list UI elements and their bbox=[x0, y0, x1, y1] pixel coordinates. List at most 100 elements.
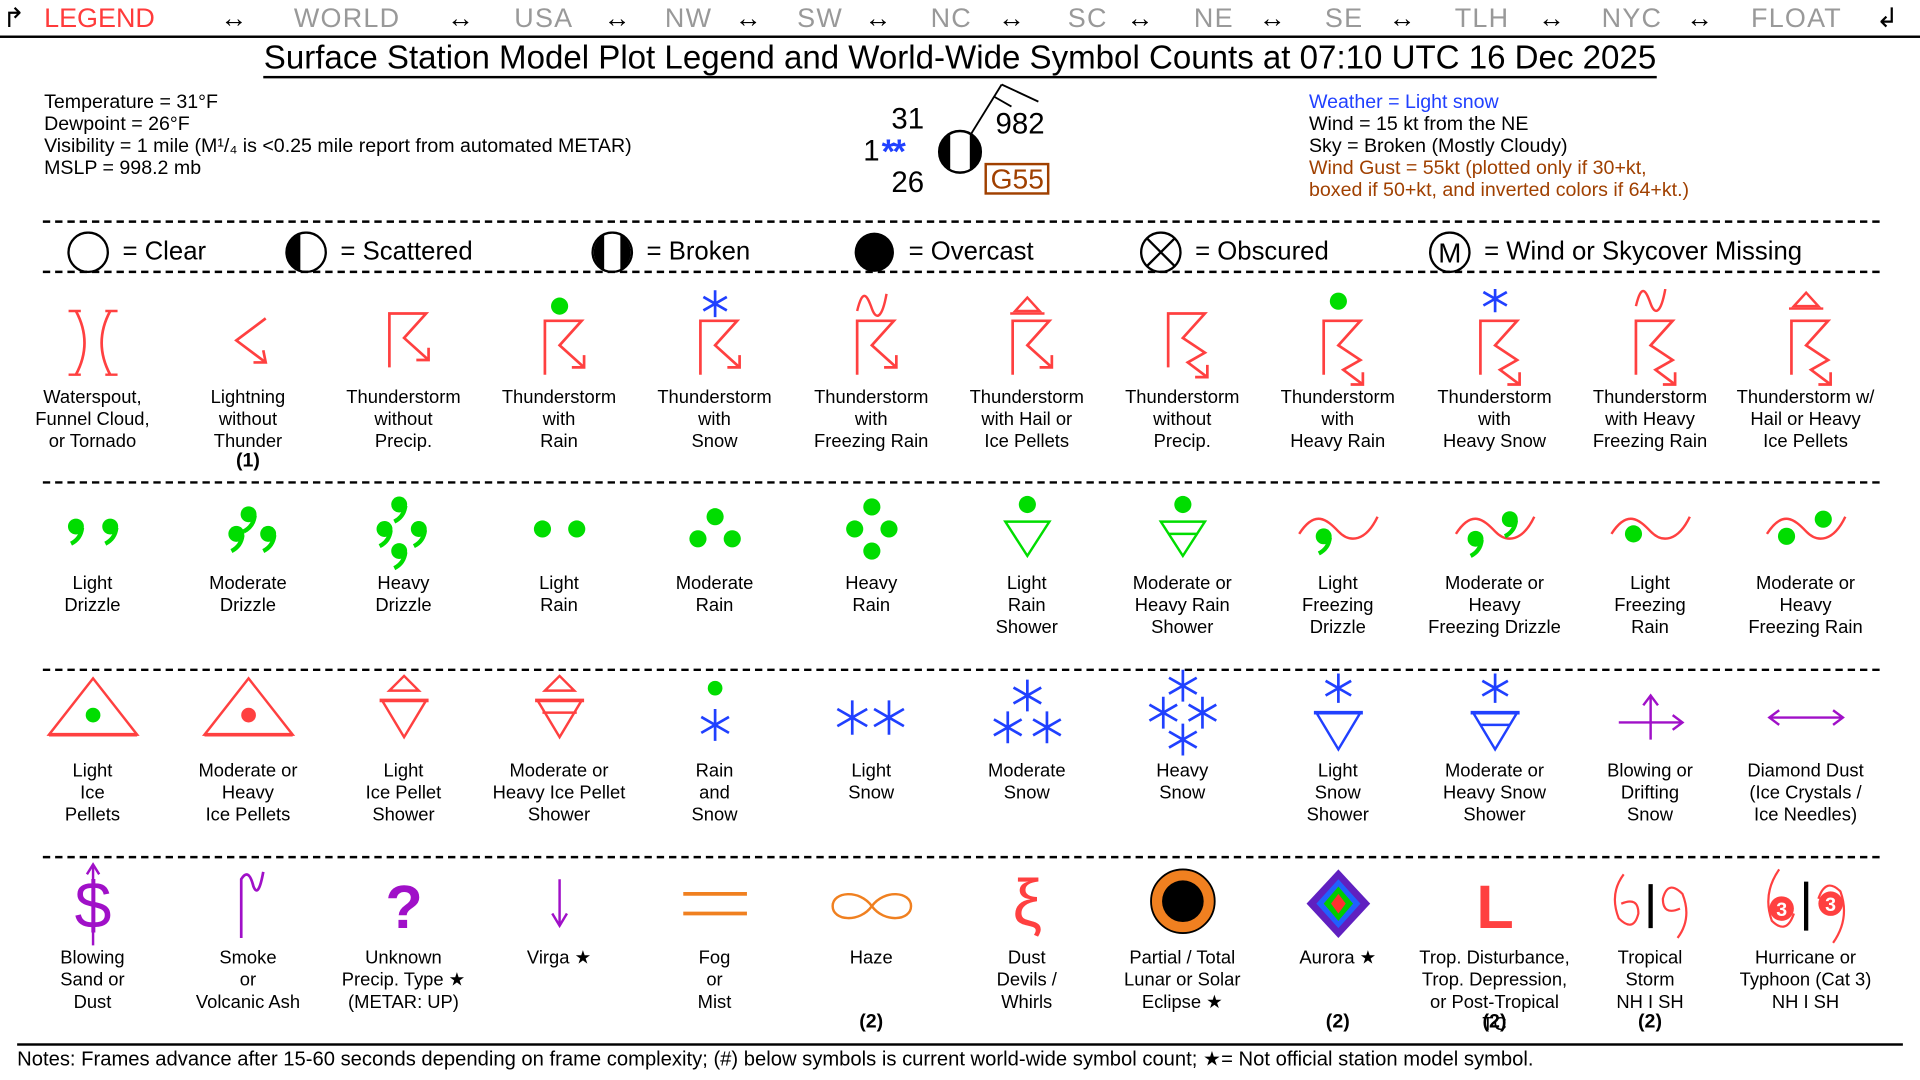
symbol-label: Virga ★ bbox=[481, 948, 637, 970]
symbol-label-line: or Post-Tropical TC bbox=[1430, 991, 1559, 1035]
symbol-label-line: Trop. Disturbance, bbox=[1419, 947, 1570, 969]
symbol-label-line: Thunderstorm w/ bbox=[1736, 386, 1875, 408]
mslp-text: MSLP = 998.2 mb bbox=[44, 157, 202, 179]
symbol-label-line: Thunder bbox=[213, 431, 283, 452]
symbol-label-line: Snow bbox=[1003, 782, 1050, 804]
hts-icon bbox=[1166, 312, 1209, 379]
svg-text:M: M bbox=[1438, 238, 1461, 269]
nav-divider bbox=[0, 35, 1920, 38]
symbol-label-line: Thunderstorm bbox=[501, 386, 617, 408]
nav-link-tlh[interactable]: TLH bbox=[1454, 2, 1510, 34]
divider bbox=[42, 855, 1880, 859]
temperature-text: Temperature = 31°F bbox=[44, 91, 218, 113]
ts-frz-icon bbox=[855, 293, 898, 375]
return-arrow-icon[interactable]: ↲ bbox=[1875, 2, 1899, 34]
pl-light-icon bbox=[45, 676, 140, 737]
nav-link-nyc[interactable]: NYC bbox=[1601, 2, 1663, 34]
nav-current-legend[interactable]: LEGEND bbox=[44, 2, 155, 34]
drizzle-light-icon bbox=[67, 518, 118, 546]
symbol-label-line: with bbox=[698, 408, 731, 430]
symbol-label-line: Trop. Depression, bbox=[1421, 969, 1568, 991]
drizzle-mod-icon bbox=[227, 506, 276, 553]
symbol-label-line: Drizzle bbox=[64, 595, 121, 616]
symbol-label-line: Whirls bbox=[1001, 991, 1053, 1013]
page-title-text: Surface Station Model Plot Legend and Wo… bbox=[263, 39, 1657, 79]
symbol-label-line: Rain bbox=[1007, 595, 1046, 616]
nav-link-nc[interactable]: NC bbox=[930, 2, 972, 34]
nav-link-usa[interactable]: USA bbox=[514, 2, 574, 34]
nav-link-sw[interactable]: SW bbox=[797, 2, 844, 34]
symbol-label-line: Heavy bbox=[845, 573, 898, 594]
divider bbox=[42, 220, 1880, 223]
symbol-label-line: Drizzle bbox=[1309, 617, 1366, 638]
nav-link-sc[interactable]: SC bbox=[1067, 2, 1108, 34]
nav-link-ne[interactable]: NE bbox=[1193, 2, 1234, 34]
symbol-label-line: Snow bbox=[691, 431, 738, 452]
model-weather-snow: ** bbox=[881, 132, 906, 171]
symbol-label-line: Unknown bbox=[365, 947, 442, 969]
visibility-text: Visibility = 1 mile (M¹/₄ is <0.25 mile … bbox=[44, 135, 632, 157]
gust-text-1: Wind Gust = 55kt (plotted only if 30+kt, bbox=[1308, 157, 1647, 179]
symbol-label-line: Rain bbox=[540, 431, 578, 452]
nav-arrow-icon: ↔ bbox=[220, 2, 248, 34]
sky-clear-icon bbox=[67, 231, 109, 274]
symbol-label-line: with Hail or bbox=[981, 408, 1073, 430]
sn-mod-icon bbox=[992, 679, 1061, 744]
sky-cover-obscured: = Obscured bbox=[1136, 231, 1329, 274]
symbol-label-line: Rain bbox=[1631, 617, 1669, 638]
symbol-label-line: Ice Pellet bbox=[365, 782, 442, 804]
symbol-label-line: Sand or bbox=[60, 969, 125, 991]
model-pressure: 982 bbox=[995, 107, 1045, 141]
nav-link-se[interactable]: SE bbox=[1324, 2, 1364, 34]
symbol-label-line: without bbox=[218, 408, 278, 430]
notes-text: Notes: Frames advance after 15-60 second… bbox=[17, 1048, 1534, 1071]
nav-link-float[interactable]: FLOAT bbox=[1751, 2, 1842, 34]
symbol-label-line: Moderate bbox=[209, 573, 287, 594]
symbol-label-line: Heavy Snow bbox=[1442, 431, 1547, 452]
nav-arrow-icon: ↔ bbox=[446, 2, 474, 34]
symbol-label-line: Heavy bbox=[377, 573, 430, 594]
sky-cover-label: = Clear bbox=[122, 237, 207, 266]
model-dewpoint: 26 bbox=[891, 166, 925, 200]
symbol-label-line: Blowing or bbox=[1607, 760, 1693, 782]
nav-arrow-icon: ↔ bbox=[1537, 2, 1565, 34]
symbol-label-line: Devils / bbox=[996, 969, 1057, 991]
symbol-count: (2) bbox=[1638, 1011, 1662, 1033]
legend-symbol-haze: Haze(2) bbox=[793, 857, 949, 1032]
virga-icon bbox=[550, 879, 568, 929]
hts-snow-icon bbox=[1478, 288, 1521, 386]
symbol-label-line: Heavy Snow bbox=[1442, 782, 1547, 804]
symbol-label-line: Rain bbox=[695, 760, 734, 782]
symbol-label-line: Hurricane or bbox=[1754, 947, 1857, 969]
return-arrow-icon[interactable]: ↱ bbox=[2, 2, 26, 34]
symbol-label-line: Heavy bbox=[221, 782, 275, 804]
symbol-label-line: Dust bbox=[73, 991, 112, 1013]
symbol-count: (2) bbox=[1325, 1011, 1350, 1033]
symbol-label: Aurora ★ bbox=[1260, 948, 1416, 970]
symbol-label-line: without bbox=[1153, 408, 1212, 430]
wind-barb-icon bbox=[937, 83, 1039, 174]
symbol-label-line: Thunderstorm bbox=[814, 386, 929, 408]
svg-text:3: 3 bbox=[1776, 899, 1787, 921]
symbol-label-line: Moderate or bbox=[1132, 573, 1232, 594]
nav-link-nw[interactable]: NW bbox=[664, 2, 713, 34]
nav-link-world[interactable]: WORLD bbox=[293, 2, 401, 34]
symbol-label-line: Snow bbox=[1159, 782, 1206, 804]
svg-text:3: 3 bbox=[1825, 894, 1836, 916]
svg-text:L: L bbox=[1476, 873, 1513, 941]
